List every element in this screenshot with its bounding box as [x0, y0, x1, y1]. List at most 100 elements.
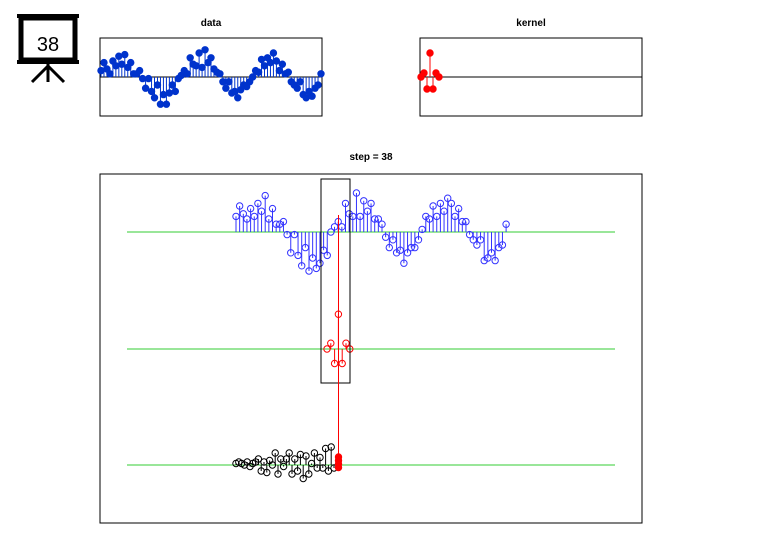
data-point: [144, 74, 153, 83]
step-data-point: [385, 243, 393, 252]
step-data-point: [484, 254, 492, 262]
step-data-point: [378, 220, 386, 228]
step-data-point: [279, 217, 288, 226]
data-point: [219, 78, 227, 86]
step-result-point: [293, 467, 302, 475]
data-point: [97, 66, 105, 75]
data-point: [278, 60, 287, 68]
kernel-point: [423, 85, 431, 93]
step-result-point: [299, 474, 307, 483]
step-data-point: [400, 259, 408, 267]
current-result-point: [334, 463, 343, 472]
step-kernel-point: [342, 339, 350, 347]
step-data-point: [374, 215, 383, 223]
step-result-point: [285, 449, 293, 457]
step-data-point: [444, 194, 452, 202]
data-point: [314, 81, 322, 89]
data-point: [222, 84, 230, 92]
step-data-point: [491, 256, 499, 265]
data-point: [159, 90, 168, 99]
step-result-point: [316, 453, 324, 462]
data-point: [317, 70, 325, 78]
data-point: [231, 87, 239, 96]
data-point: [293, 84, 301, 92]
step-data-point: [360, 197, 368, 205]
step-kernel-point: [327, 339, 335, 347]
step-result-point: [279, 462, 288, 471]
data-point: [141, 84, 150, 92]
data-point: [198, 63, 206, 72]
step-panel-frame: [99, 173, 643, 524]
data-point: [135, 66, 144, 75]
step-result-point: [327, 443, 335, 451]
step-data-point: [454, 204, 463, 213]
step-data-point: [261, 191, 269, 200]
data-point: [100, 58, 108, 67]
step-data-point: [298, 262, 306, 270]
step-data-point: [235, 202, 244, 210]
step-badge-label: 38: [37, 34, 59, 56]
step-data-point: [323, 251, 331, 260]
step-kernel-point: [323, 345, 331, 353]
data-point: [118, 60, 126, 68]
step-data-point: [246, 204, 255, 213]
data-point: [186, 54, 194, 62]
data-point: [308, 92, 316, 100]
data-point: [216, 70, 224, 78]
data-point: [106, 70, 114, 78]
data-point: [156, 100, 165, 108]
step-data-point: [462, 217, 470, 226]
data-point: [296, 78, 304, 86]
data-point: [225, 78, 233, 86]
data-point: [138, 74, 147, 83]
data-point: [112, 62, 120, 70]
data-point: [207, 54, 215, 62]
step-result-point: [274, 470, 282, 478]
step-result-point: [319, 464, 327, 472]
step-data-point: [447, 199, 456, 208]
step-result-point: [324, 467, 333, 475]
step-data-point: [403, 249, 412, 257]
kernel-point: [426, 49, 434, 57]
step-kernel-point: [330, 359, 339, 368]
presentation-board-icon: [17, 14, 79, 84]
data-point: [234, 94, 242, 102]
step-result-point: [271, 449, 279, 457]
data-point: [266, 58, 275, 67]
data-point: [162, 100, 171, 108]
chart-marks: [97, 46, 642, 483]
step-data-point: [498, 241, 507, 249]
step-data-point: [473, 241, 481, 249]
data-panel-title: data: [201, 18, 222, 29]
data-point: [150, 94, 159, 102]
data-point: [192, 62, 200, 70]
step-data-point: [352, 189, 361, 197]
step-data-point: [414, 236, 423, 244]
data-point: [272, 57, 281, 65]
step-data-point: [436, 199, 445, 208]
data-point: [284, 68, 292, 76]
data-point: [171, 87, 180, 96]
data-point: [248, 73, 257, 81]
data-point: [153, 81, 162, 89]
step-panel-title: step = 38: [349, 152, 393, 163]
step-data-point: [305, 267, 313, 275]
step-data-point: [268, 204, 277, 213]
step-result-point: [288, 470, 296, 478]
data-point: [269, 49, 278, 57]
data-point: [260, 62, 269, 70]
data-point: [257, 55, 266, 64]
step-data-point: [287, 249, 295, 257]
kernel-point: [429, 85, 437, 93]
step-data-point: [367, 199, 375, 208]
step-result-point: [310, 449, 319, 457]
step-data-point: [429, 202, 437, 210]
data-point: [201, 46, 209, 54]
data-point: [147, 87, 156, 96]
step-data-point: [502, 220, 510, 228]
data-point: [254, 68, 263, 76]
step-result-point: [254, 455, 263, 463]
sliding-window: [320, 178, 351, 384]
step-result-point: [313, 464, 321, 472]
